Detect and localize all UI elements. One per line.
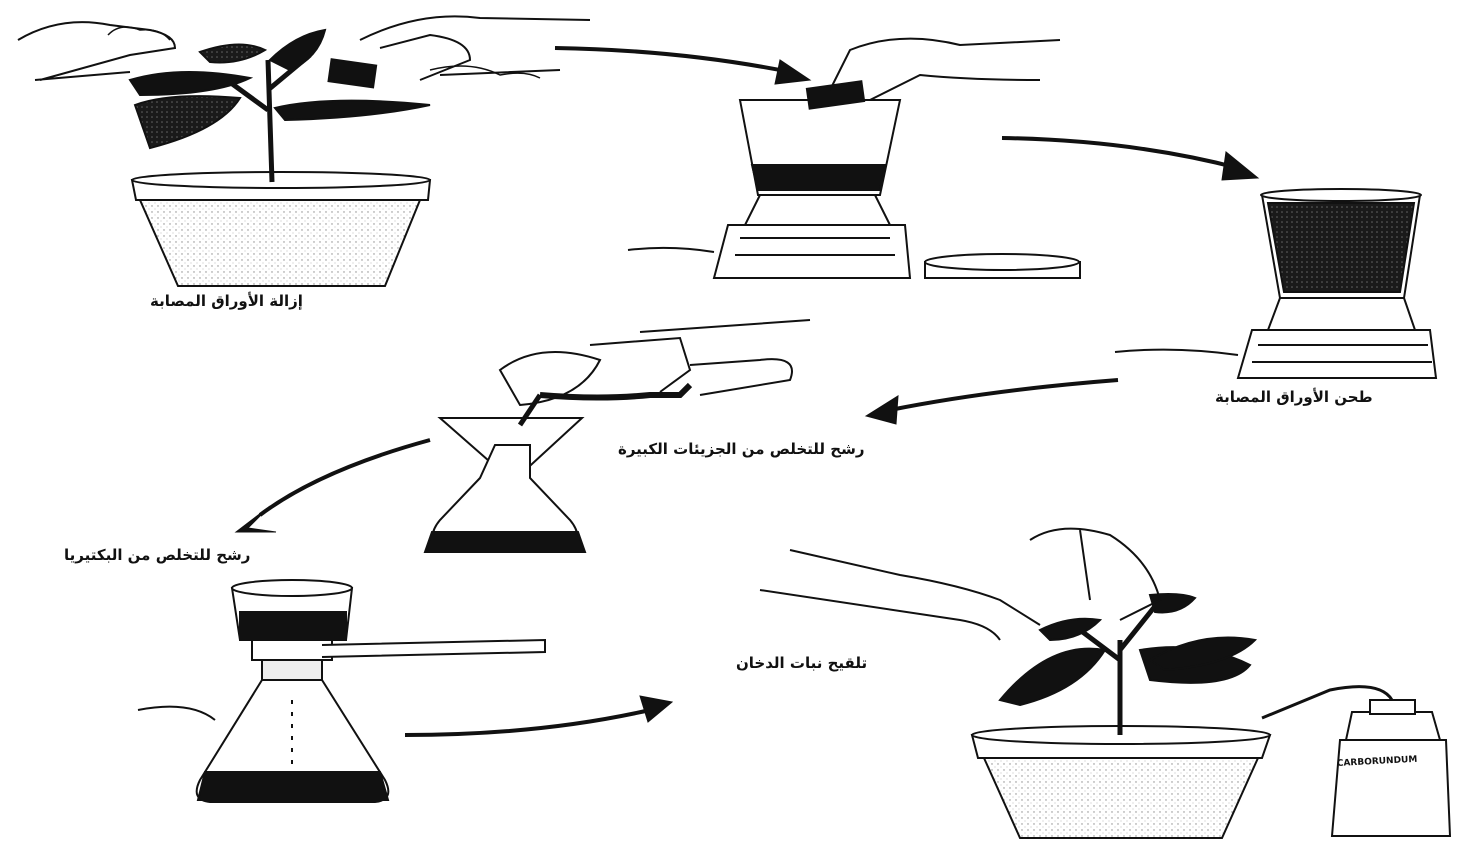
funnel-flask	[425, 320, 810, 552]
arrow-5-icon	[405, 696, 672, 735]
arrow-1-icon	[555, 48, 810, 84]
plant-pot-2	[760, 529, 1270, 838]
plant-pot-1	[18, 16, 590, 286]
label-inoculate: تلقيح نبات الدخان	[736, 654, 867, 672]
label-grind-leaves: طحن الأوراق المصابة	[1215, 388, 1373, 406]
arrow-2-icon	[1002, 138, 1258, 180]
arrows	[236, 48, 1258, 735]
label-remove-leaves: إزالة الأوراق المصابة	[150, 292, 303, 310]
arrow-3-icon	[866, 380, 1118, 424]
arrow-4-icon	[236, 440, 430, 532]
vacuum-filter	[138, 580, 545, 802]
label-filter-large: رشح للتخلص من الجزيئات الكبيرة	[618, 440, 864, 458]
blender-1	[628, 39, 1080, 278]
blender-2	[1115, 189, 1436, 378]
label-filter-bacteria: رشح للتخلص من البكتيريا	[64, 546, 250, 564]
